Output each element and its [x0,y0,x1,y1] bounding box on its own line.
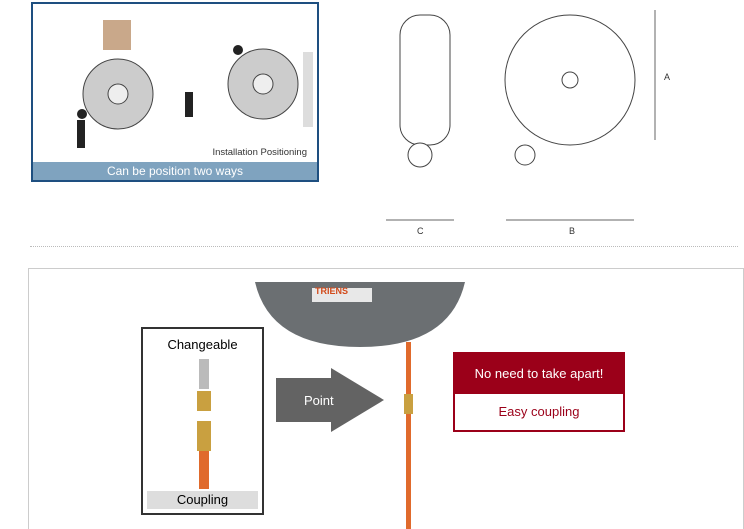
dimension-drawing-icon [386,10,656,221]
message-box: No need to take apart! Easy coupling [453,352,625,432]
arrow-icon [276,368,384,432]
arrow-label: Point [304,393,334,408]
message-headline: No need to take apart! [455,354,623,394]
reel-diagram-icon [77,20,313,148]
changeable-title: Changeable [167,337,238,352]
installation-panel: Installation Positioning Can be position… [31,2,319,182]
hose-coupling-icon [197,359,211,489]
changeable-box: Changeable Coupling [141,327,264,515]
divider [30,246,738,247]
dimension-c: C [417,226,424,236]
dimension-b: B [569,226,576,236]
reel-photo-icon [255,282,465,529]
dimension-a: A [664,72,671,82]
installation-label: Installation Positioning [212,147,307,158]
coupling-label: Coupling [147,491,258,509]
message-subtitle: Easy coupling [498,404,580,419]
installation-caption: Can be position two ways [33,162,317,180]
brand-label: TRIENS [315,286,349,296]
